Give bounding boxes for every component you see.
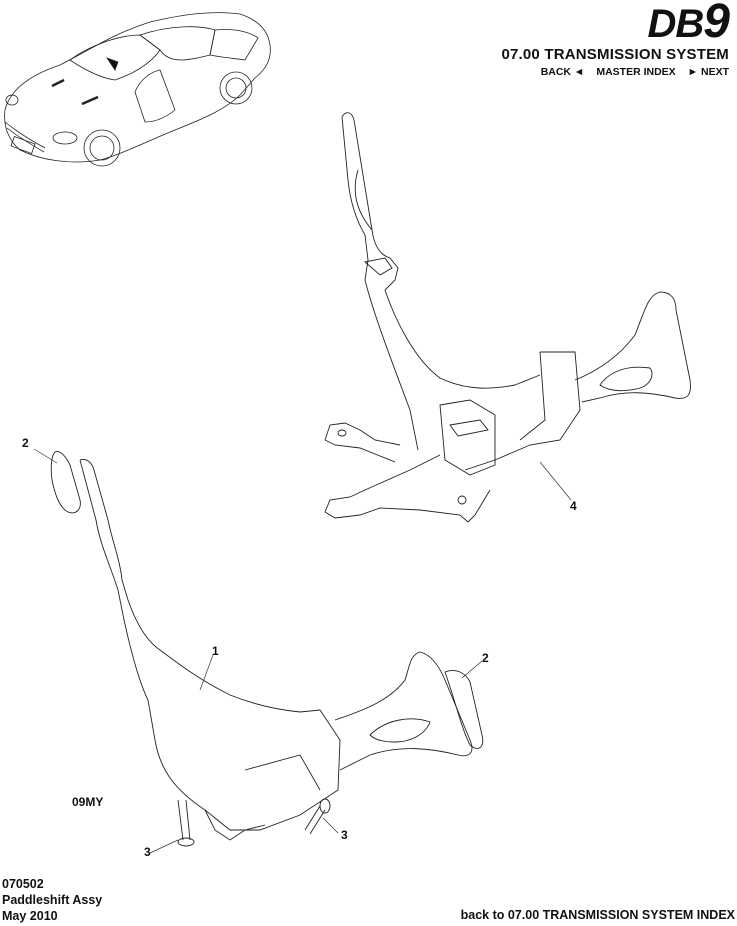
callout-3-right: 3 xyxy=(341,828,348,842)
part-name: Paddleshift Assy xyxy=(2,893,103,907)
db9-logo: DB9 xyxy=(647,0,730,48)
callout-1: 1 xyxy=(212,644,219,658)
next-link[interactable]: ► NEXT xyxy=(687,66,729,78)
callout-2-upper: 2 xyxy=(22,436,29,450)
callout-2-lower: 2 xyxy=(482,651,489,665)
logo-nine: 9 xyxy=(703,0,730,48)
back-link[interactable]: BACK ◄ xyxy=(540,66,585,78)
callout-4: 4 xyxy=(570,499,577,513)
section-title: 07.00 TRANSMISSION SYSTEM xyxy=(501,46,729,63)
back-to-index-link[interactable]: back to 07.00 TRANSMISSION SYSTEM INDEX xyxy=(460,908,735,922)
part-number: 070502 xyxy=(2,877,44,891)
part-info: 070502 Paddleshift Assy May 2010 xyxy=(2,876,102,924)
callout-3-left: 3 xyxy=(144,845,151,859)
publication-date: May 2010 xyxy=(2,909,58,923)
navigation-bar: BACK ◄ MASTER INDEX ► NEXT xyxy=(541,66,729,78)
model-year-label: 09MY xyxy=(72,795,104,809)
master-index-link[interactable]: MASTER INDEX xyxy=(596,66,676,78)
logo-db: DB xyxy=(647,2,705,46)
